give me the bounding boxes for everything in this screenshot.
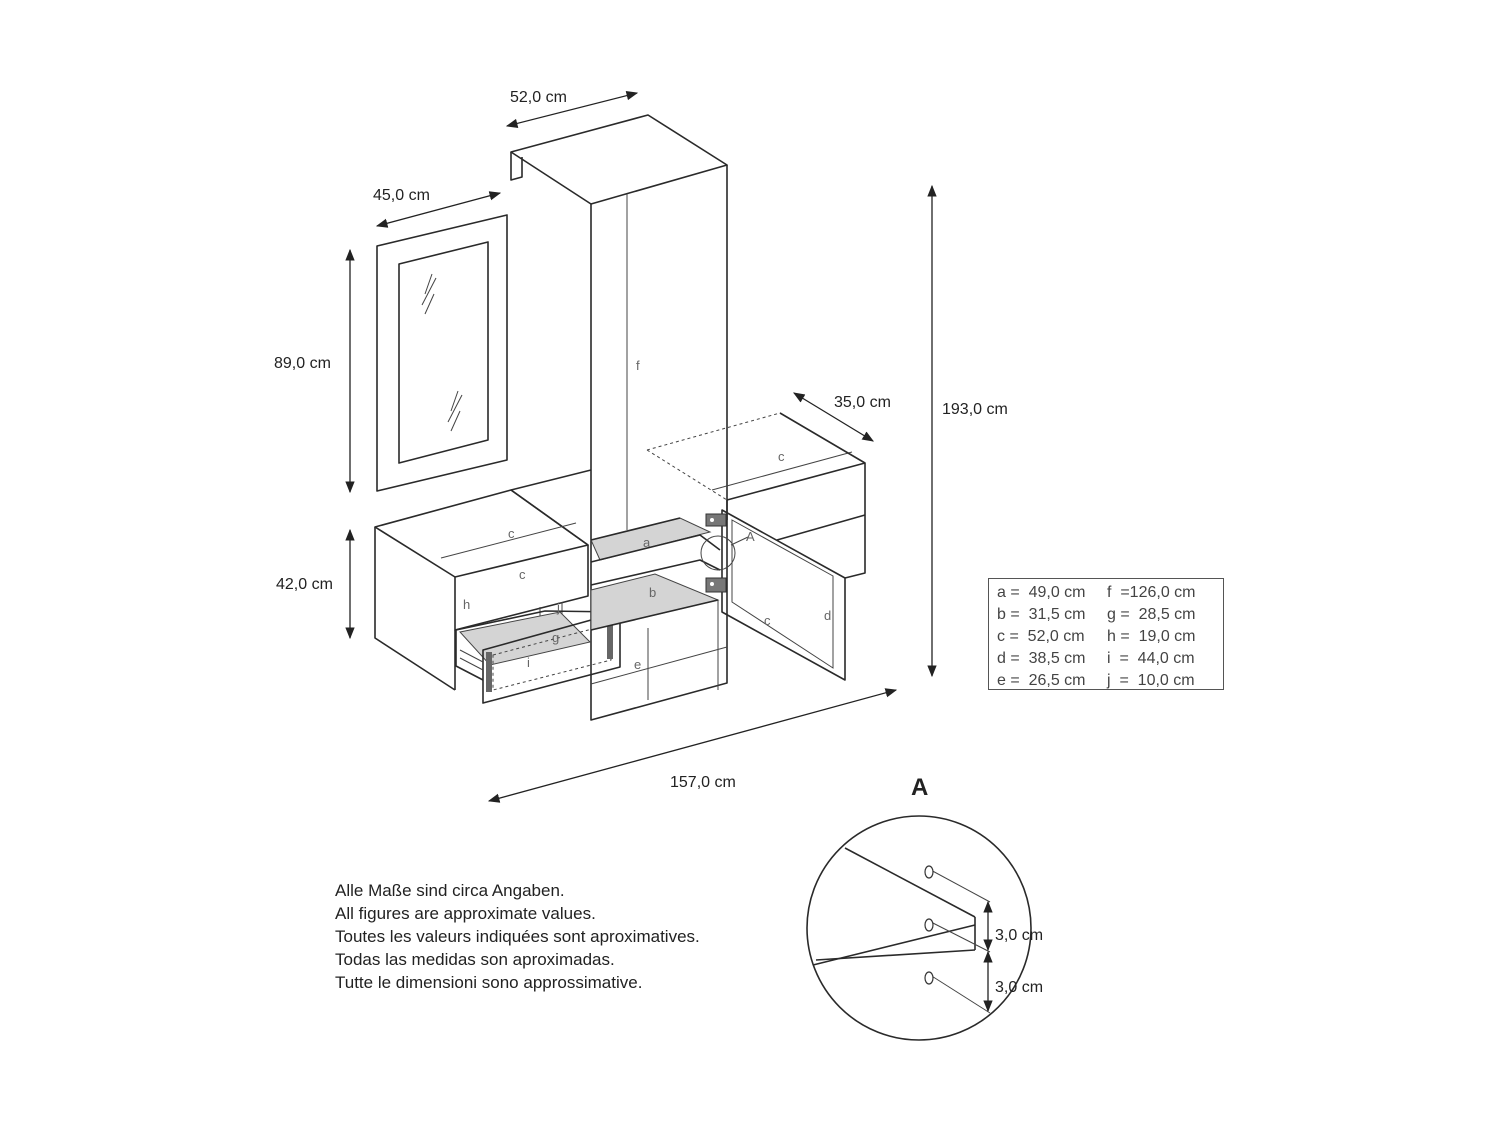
open-shelf-section [590, 517, 721, 690]
part-label-b: b [649, 585, 656, 600]
part-label-d: d [824, 608, 831, 623]
legend-row: c = 52,0 cm h = 19,0 cm [997, 626, 1223, 648]
legend-entry-j: j = 10,0 cm [1107, 672, 1195, 689]
legend-entry-b: b = 31,5 cm [997, 606, 1086, 623]
legend-entry-i: i = 44,0 cm [1107, 650, 1195, 667]
part-label-c-top: c [508, 526, 515, 541]
hinge-reference-label: A [746, 529, 755, 544]
legend-entry-a: a = 49,0 cm [997, 584, 1086, 601]
dim-arrow-mirror-width [375, 191, 502, 228]
legend-row: b = 31,5 cm g = 28,5 cm [997, 604, 1223, 626]
note-french: Toutes les valeurs indiquées sont aproxi… [335, 927, 700, 946]
detail-a-circle [806, 815, 1032, 1041]
part-label-c-front: c [519, 567, 526, 582]
dim-side-depth: 35,0 cm [834, 394, 891, 411]
part-label-g: g [552, 630, 559, 645]
part-label-j: j [556, 600, 560, 615]
detail-dim-bottom: 3,0 cm [995, 979, 1043, 996]
note-italian: Tutte le dimensioni sono approssimative. [335, 973, 643, 992]
detail-dim-top: 3,0 cm [995, 927, 1043, 944]
dim-total-height: 193,0 cm [942, 401, 1008, 418]
note-english: All figures are approximate values. [335, 904, 596, 923]
dimension-legend: a = 49,0 cm f =126,0 cm b = 31,5 cm g = 28… [988, 578, 1224, 690]
dim-arrow-side-depth [793, 392, 874, 442]
left-cabinet [374, 469, 592, 691]
dim-total-width: 157,0 cm [670, 774, 736, 791]
note-spanish: Todas las medidas son aproximadas. [335, 950, 615, 969]
approximate-values-note: Alle Maße sind circa Angaben. All figure… [335, 879, 700, 994]
dim-mirror-width: 45,0 cm [373, 187, 430, 204]
mirror [376, 214, 508, 492]
legend-row: d = 38,5 cm i = 44,0 cm [997, 648, 1223, 670]
part-label-c-right: c [778, 449, 785, 464]
legend-entry-f: f =126,0 cm [1107, 584, 1196, 601]
legend-row: a = 49,0 cm f =126,0 cm [997, 582, 1223, 604]
legend-entry-h: h = 19,0 cm [1107, 628, 1196, 645]
legend-entry-g: g = 28,5 cm [1107, 606, 1196, 623]
dim-cabinet-height: 42,0 cm [276, 576, 333, 593]
dim-depth-top: 52,0 cm [510, 89, 567, 106]
part-label-c-door: c [764, 613, 771, 628]
hinge-top-icon [705, 513, 727, 527]
dim-arrow-depth-top [505, 91, 639, 128]
dim-mirror-height: 89,0 cm [274, 355, 331, 372]
hinge-bottom-icon [705, 577, 727, 593]
legend-row: e = 26,5 cm j = 10,0 cm [997, 670, 1223, 692]
part-label-e: e [634, 657, 641, 672]
part-label-i: i [527, 655, 530, 670]
legend-entry-e: e = 26,5 cm [997, 672, 1086, 689]
right-cabinet [646, 412, 866, 681]
part-label-h: h [463, 597, 470, 612]
part-label-f: f [636, 358, 640, 373]
part-label-a: a [643, 535, 651, 550]
detail-title: A [911, 774, 928, 801]
legend-entry-d: d = 38,5 cm [997, 650, 1086, 667]
legend-entry-c: c = 52,0 cm [997, 628, 1085, 645]
note-german: Alle Maße sind circa Angaben. [335, 881, 565, 900]
detail-callout-circle [700, 535, 736, 571]
dim-arrow-total-width [487, 688, 898, 803]
